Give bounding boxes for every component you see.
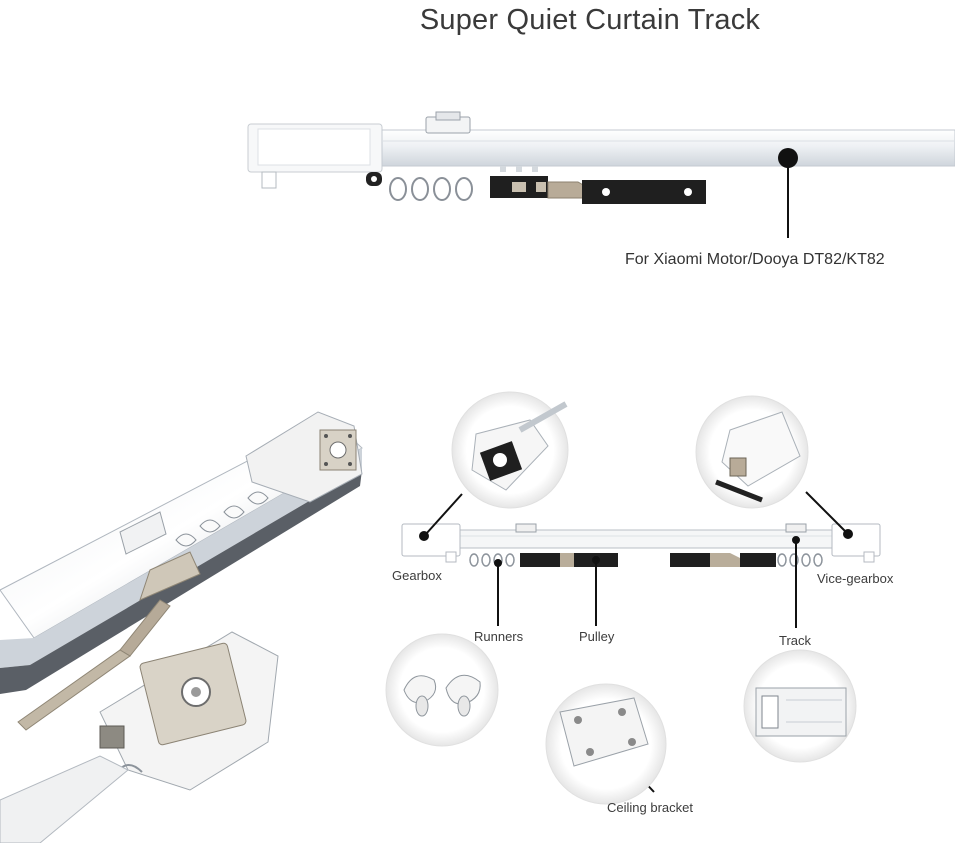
detail-circle-vice-gearbox bbox=[695, 395, 809, 509]
compatibility-label: For Xiaomi Motor/Dooya DT82/KT82 bbox=[625, 251, 885, 268]
label-pulley: Pulley bbox=[579, 629, 615, 644]
diagram-vice-gearbox bbox=[831, 523, 881, 557]
page-title: Super Quiet Curtain Track bbox=[419, 4, 761, 36]
detail-circle-runner bbox=[385, 633, 499, 747]
parts-diagram bbox=[385, 391, 881, 805]
diagram-runners-left bbox=[469, 553, 515, 567]
detail-circle-gearbox bbox=[451, 391, 569, 509]
diagram-runners-right bbox=[777, 553, 823, 567]
label-ceiling-bracket: Ceiling bracket bbox=[607, 800, 693, 815]
detail-circle-ceiling-bracket bbox=[545, 683, 667, 805]
label-track: Track bbox=[779, 633, 812, 648]
label-gearbox: Gearbox bbox=[392, 568, 442, 583]
diagram-gearbox bbox=[401, 523, 461, 557]
closeup-photo bbox=[0, 411, 363, 843]
top-rail bbox=[381, 129, 955, 167]
label-vice-gearbox: Vice-gearbox bbox=[817, 571, 894, 586]
detail-circle-track bbox=[743, 649, 857, 763]
label-runners: Runners bbox=[474, 629, 524, 644]
diagram-rail bbox=[401, 529, 881, 549]
top-runners bbox=[389, 177, 473, 201]
top-track bbox=[247, 111, 955, 238]
